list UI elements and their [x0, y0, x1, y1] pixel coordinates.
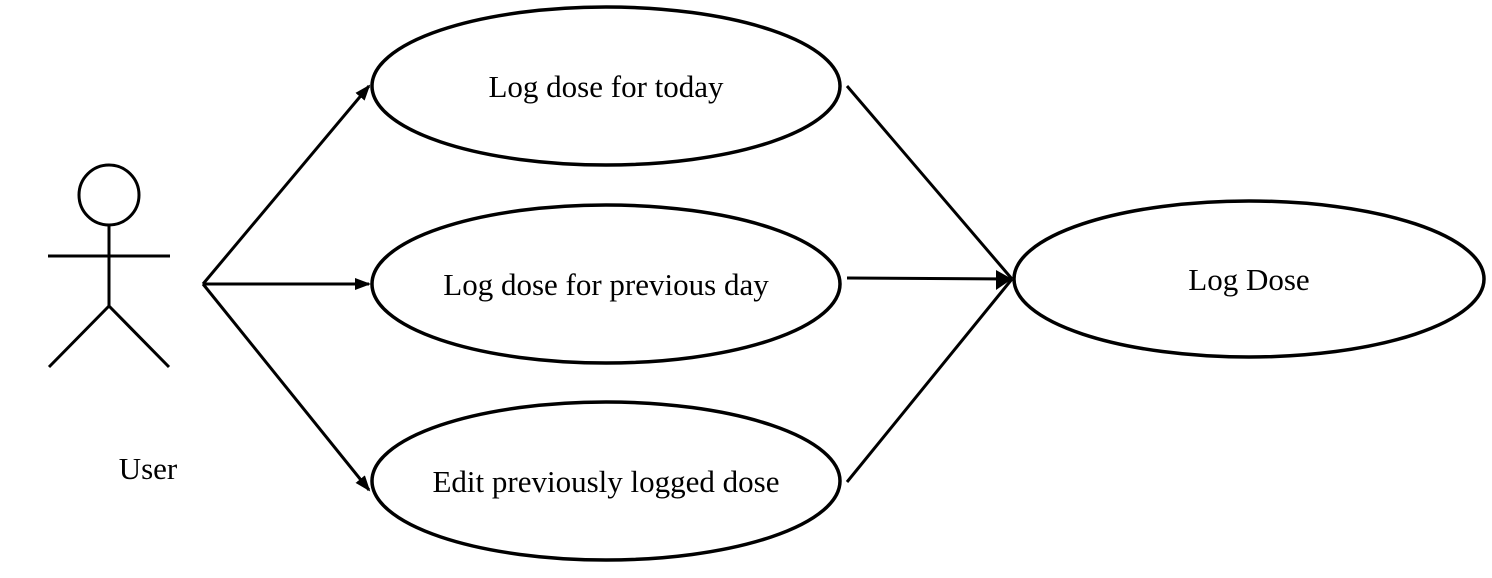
actor-label: User — [119, 451, 178, 486]
use-case-ellipse — [370, 203, 842, 365]
actor-left-leg — [47, 304, 111, 369]
target-label: Log Dose — [1188, 262, 1309, 297]
use-case-ellipse — [370, 5, 842, 167]
connector-edit-dose-to-log-dose — [845, 278, 1014, 483]
use-case-ellipse — [370, 400, 842, 562]
use-case-label: Log dose for previous day — [443, 267, 769, 302]
actor-right-leg — [107, 304, 171, 369]
use-case-log-dose-previous-day: Log dose for previous day — [370, 203, 842, 365]
actor-user: User — [47, 163, 178, 486]
use-case-label: Edit previously logged dose — [433, 464, 780, 499]
target-ellipse — [1012, 199, 1486, 359]
connector-log-previous-to-log-dose — [846, 276, 1013, 281]
connector-log-today-to-log-dose — [845, 85, 1014, 280]
actor-head — [77, 163, 141, 227]
use-case-log-dose: Log Dose — [1012, 199, 1486, 359]
use-case-label: Log dose for today — [488, 69, 724, 104]
use-case-edit-previous-dose: Edit previously logged dose — [370, 400, 842, 562]
arrow-user-to-log-today — [201, 84, 371, 285]
arrow-user-to-edit-dose — [201, 283, 371, 492]
use-case-log-dose-today: Log dose for today — [370, 5, 842, 167]
connector-junction-arrowhead — [996, 270, 1012, 290]
